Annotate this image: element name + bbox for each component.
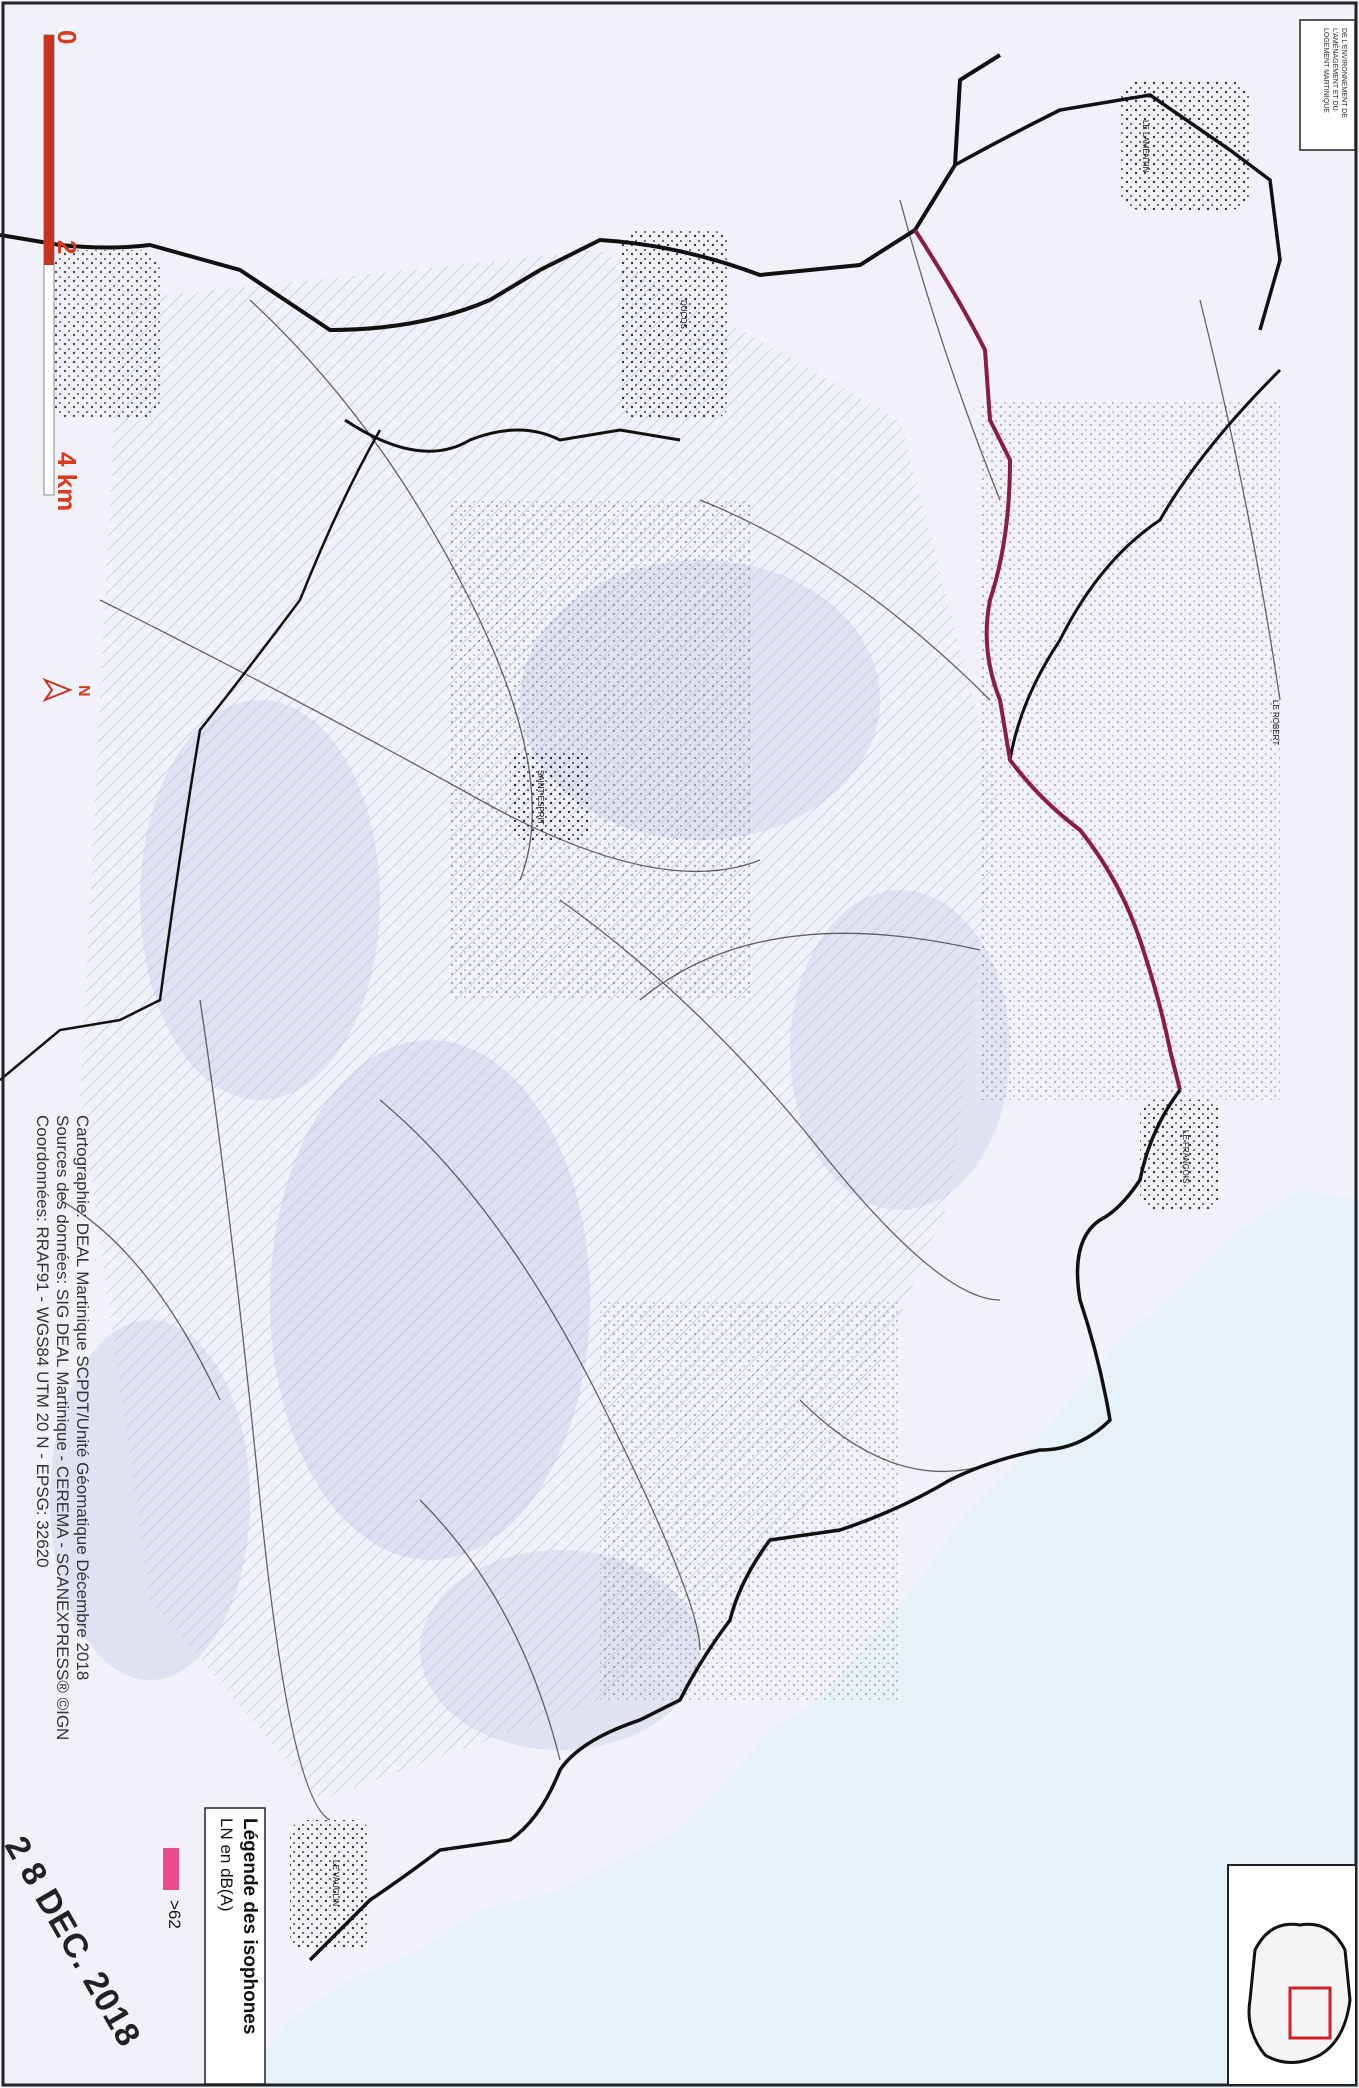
main-road	[344, 418, 681, 453]
secondary-roads	[59, 199, 1281, 1821]
credit-line-2: Sources des données: SIG DEAL Martinique…	[53, 1115, 72, 1741]
settlement-scatter	[600, 1300, 900, 1700]
settlement-scatter	[450, 500, 750, 1000]
legend-subtitle: LN en dB(A)	[217, 1818, 236, 1912]
north-arrow-icon	[42, 677, 73, 703]
scale-label-two: 2	[52, 240, 82, 255]
town-lamentin	[1120, 80, 1250, 210]
legend-title: Légende des isophones	[239, 1818, 260, 2035]
header-text: DE L'ENVIRONNEMENT DE L'AMÉNAGEMENT ET D…	[1322, 28, 1347, 118]
legend-swatch	[163, 1848, 179, 1890]
relief-patch	[50, 1320, 250, 1680]
noise-road	[913, 228, 1182, 1091]
place-label-lamentin: LE LAMENTIN	[1141, 120, 1150, 173]
credit-line-1: Cartographie: DEAL Martinique SCPDT/Unit…	[73, 1115, 92, 1681]
credit-line-3: Coordonnées: RRAF91 - WGS84 UTM 20 N - E…	[33, 1115, 52, 1568]
inset-highlight	[1288, 1986, 1332, 2040]
town-ducos	[620, 230, 730, 420]
scale-bar[interactable]	[43, 34, 55, 496]
settlement-scatter	[980, 400, 1280, 1100]
relief-patch	[140, 700, 380, 1100]
main-road	[954, 93, 1282, 331]
scale-label-zero: 0	[52, 30, 82, 45]
relief-patch	[270, 1040, 590, 1560]
main-road	[0, 429, 382, 1081]
inset-map	[1227, 1864, 1357, 2086]
legend-item-label: >62	[165, 1900, 184, 1929]
main-road	[308, 1088, 1182, 1962]
header-box	[1299, 19, 1356, 151]
north-label: N	[75, 685, 92, 697]
scale-label-four: 4 km	[52, 452, 82, 512]
place-label-vauclin: LE VAUCLIN	[331, 1860, 340, 1907]
credits-block: Cartographie: DEAL Martinique SCPDT/Unit…	[32, 1115, 92, 1740]
town-vauclin	[290, 1820, 370, 1950]
place-label-ducos: DUCOS	[679, 300, 688, 329]
legend-box	[204, 1807, 266, 2085]
main-road	[1008, 368, 1282, 761]
place-label-saint-esprit: SAINT-ESPRIT	[536, 770, 545, 825]
main-road	[0, 53, 1002, 333]
place-label-francois: LE FRANÇOIS	[1181, 1130, 1190, 1184]
town-francois	[1140, 1100, 1220, 1210]
town-riviere-salee	[50, 250, 160, 420]
relief-patch	[790, 890, 1010, 1210]
place-label-robert: LE ROBERT	[1271, 700, 1280, 746]
